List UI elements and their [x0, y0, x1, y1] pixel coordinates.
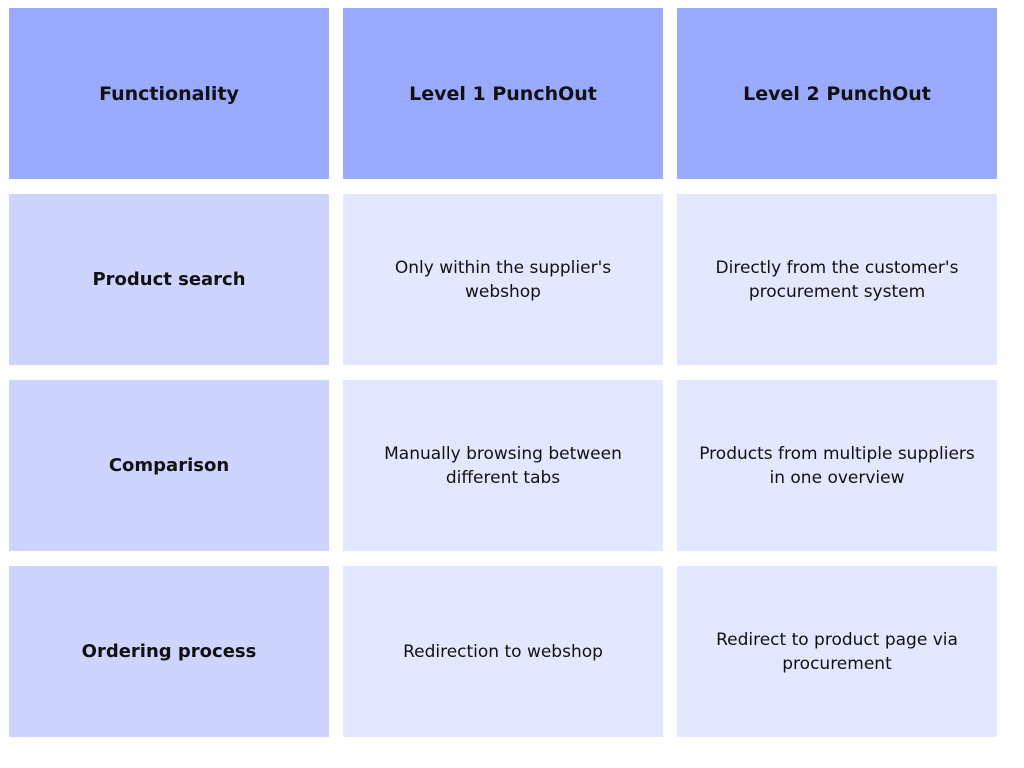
row-comparison-level2: Products from multiple suppliers in one … [677, 380, 997, 551]
table-cell: Comparison [108, 454, 230, 476]
row-ordering-process-level1: Redirection to webshop [343, 566, 663, 737]
header-functionality-text: Functionality [99, 82, 239, 105]
header-level2: Level 2 PunchOut [677, 8, 997, 179]
table-cell: Product search [92, 268, 246, 290]
row-comparison-label: Comparison [9, 380, 329, 551]
table-cell: Manually browsing between different tabs [384, 443, 622, 488]
row-product-search-label: Product search [9, 194, 329, 365]
row-ordering-process-level2: Redirect to product page via procurement [677, 566, 997, 737]
row-ordering-process-label: Ordering process [9, 566, 329, 737]
row-product-search-level1: Only within the supplier's webshop [343, 194, 663, 365]
header-level1: Level 1 PunchOut [343, 8, 663, 179]
table-cell: Redirect to product page via procurement [716, 629, 958, 674]
table-cell: Products from multiple suppliers in one … [699, 443, 975, 488]
comparison-table: Functionality Level 1 PunchOut Level 2 P… [9, 8, 997, 737]
header-level1-text: Level 1 PunchOut [409, 82, 597, 105]
table-cell: Redirection to webshop [403, 641, 603, 662]
header-level2-text: Level 2 PunchOut [743, 82, 931, 105]
table-cell: Ordering process [81, 640, 257, 662]
table-cell: Only within the supplier's webshop [394, 257, 612, 302]
row-comparison-level1: Manually browsing between different tabs [343, 380, 663, 551]
header-functionality: Functionality [9, 8, 329, 179]
table-cell: Directly from the customer's procurement… [715, 257, 959, 302]
row-product-search-level2: Directly from the customer's procurement… [677, 194, 997, 365]
